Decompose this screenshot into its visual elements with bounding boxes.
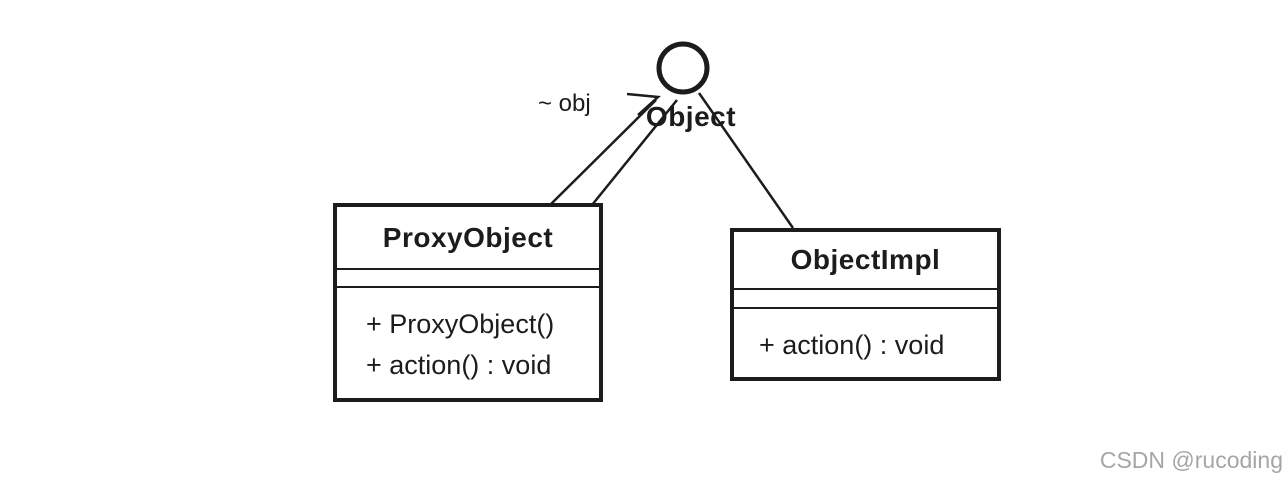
class-methods-compartment: + ProxyObject() + action() : void [337,288,599,386]
class-name-proxyobject: ProxyObject [382,221,554,253]
class-methods-compartment: + action() : void [734,309,997,366]
interface-name-label: Object [645,101,737,132]
class-box-objectimpl: ObjectImpl + action() : void [730,228,1001,381]
method-item: + action() : void [366,350,552,380]
class-attributes-compartment [734,288,997,309]
interface-lollipop-circle [656,41,710,95]
class-attributes-compartment [337,268,599,288]
method-item: + ProxyObject() [366,309,555,339]
class-box-proxyobject: ProxyObject + ProxyObject() + action() :… [333,203,603,402]
association-role-label: ~ obj [538,90,591,117]
watermark-text: CSDN @rucoding [1099,447,1283,473]
method-item: + action() : void [759,330,945,360]
class-name-objectimpl: ObjectImpl [790,244,941,275]
